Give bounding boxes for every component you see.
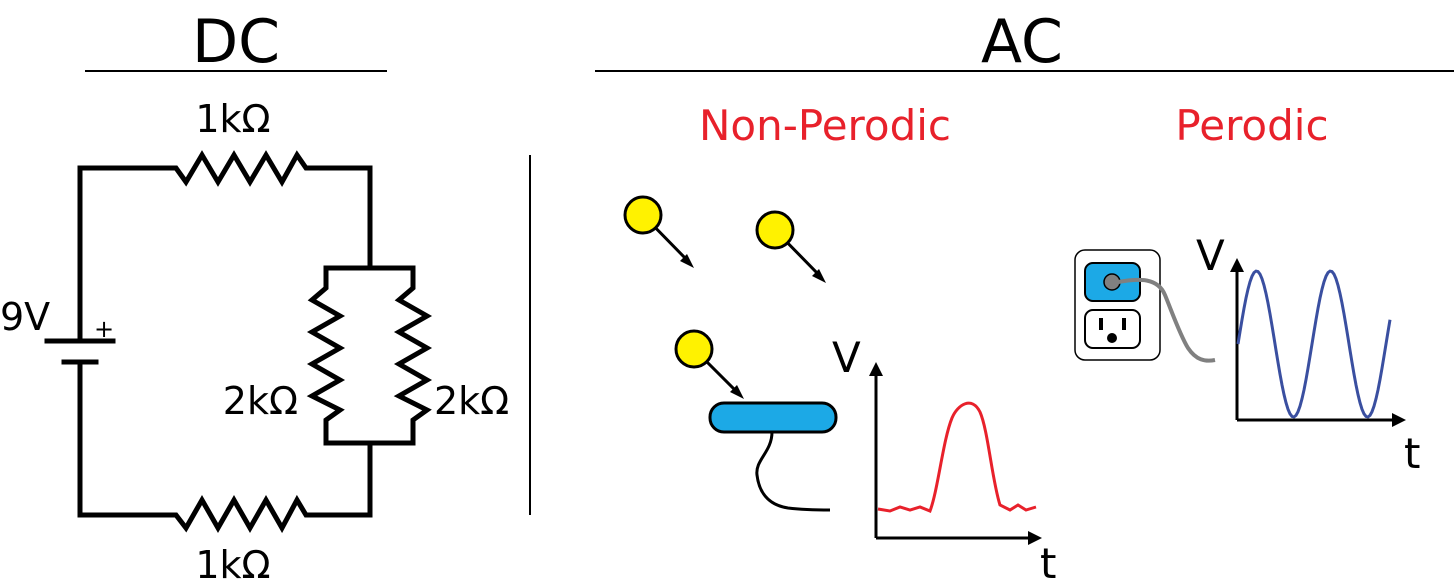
resistor-parallel-right — [393, 265, 433, 446]
ac-title: AC — [981, 7, 1063, 77]
resistor-bottom-label: 1kΩ — [195, 543, 270, 587]
x-axis-arrow-icon — [1028, 531, 1042, 545]
non-periodic-graph: V t — [832, 333, 1056, 588]
arrow-head-icon — [680, 254, 694, 268]
plug-cord — [1117, 277, 1216, 363]
periodic-label: Perodic — [1175, 101, 1328, 150]
y-axis-arrow-icon — [869, 362, 883, 376]
non-periodic-axis-x-label: t — [1040, 539, 1056, 588]
outlet-slot-left-icon — [1099, 318, 1103, 330]
periodic-axis-y-label: V — [1196, 231, 1225, 280]
non-periodic-pulse — [877, 401, 1037, 513]
ball-icon — [623, 195, 663, 235]
sensor — [708, 401, 838, 512]
non-periodic-axis-y-label: V — [832, 333, 861, 382]
dc-circuit — [44, 150, 433, 534]
non-periodic-label: Non-Perodic — [699, 101, 951, 150]
wall-outlet — [1074, 249, 1216, 363]
outlet-slot-right-icon — [1122, 318, 1126, 330]
outlet-ground-icon — [1107, 333, 1117, 343]
sensor-bar-icon — [708, 401, 838, 434]
y-axis-arrow-icon — [1230, 258, 1244, 272]
resistor-top-label: 1kΩ — [195, 97, 270, 141]
x-axis-arrow-icon — [1392, 413, 1406, 427]
particle-group — [623, 195, 826, 399]
battery-voltage-label: 9V — [0, 295, 50, 339]
periodic-sine-wave — [1236, 269, 1392, 419]
arrow-head-icon — [812, 269, 826, 283]
arrow-head-icon — [730, 385, 744, 399]
particle-3 — [674, 329, 744, 399]
top-wire — [77, 150, 373, 341]
outlet-bottom-socket — [1084, 309, 1141, 349]
resistor-parallel-left — [306, 265, 346, 446]
particle-1 — [623, 195, 694, 268]
battery-plus-label: + — [94, 315, 114, 343]
bottom-wire — [77, 359, 373, 534]
resistor-parallel-left-label: 2kΩ — [223, 379, 298, 423]
ball-icon — [755, 210, 795, 250]
periodic-axis-x-label: t — [1404, 429, 1420, 478]
dc-title: DC — [192, 7, 280, 77]
resistor-parallel-right-label: 2kΩ — [434, 379, 509, 423]
plug-icon — [1103, 273, 1121, 291]
particle-2 — [755, 210, 826, 283]
ball-icon — [674, 329, 714, 369]
sensor-cable — [755, 431, 831, 512]
periodic-graph: V t — [1196, 231, 1420, 478]
